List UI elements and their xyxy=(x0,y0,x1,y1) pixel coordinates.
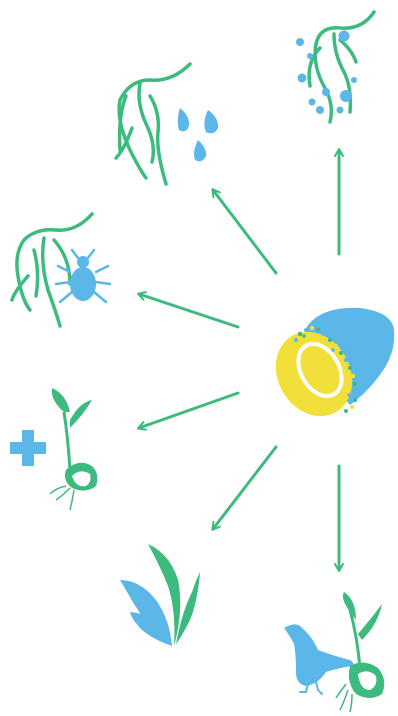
water-drop-icon xyxy=(194,140,206,161)
water-drop-icon xyxy=(204,110,218,133)
water-drop-icon xyxy=(178,108,189,131)
leafy-plant xyxy=(120,544,200,646)
roots-with-water-drops xyxy=(116,64,218,184)
arrow-to-seedling-cross xyxy=(139,393,238,428)
root-icon xyxy=(309,12,374,122)
seed-capsule-icon xyxy=(261,308,394,430)
seedling-icon xyxy=(336,592,384,712)
leaf-icon xyxy=(120,544,200,646)
arrow-to-insect xyxy=(139,294,238,327)
bubble-icon xyxy=(296,31,357,115)
crow-with-seedling xyxy=(284,592,384,712)
seedling-icon xyxy=(50,388,97,510)
roots-with-insect xyxy=(12,214,110,326)
arrow-to-water-drops xyxy=(213,190,276,273)
seedling-with-medical-cross xyxy=(10,388,97,510)
arrow-to-leafy-plant xyxy=(213,447,276,529)
crow-icon xyxy=(284,624,354,694)
medical-cross-icon xyxy=(10,430,46,466)
roots-with-bubbles xyxy=(296,12,374,122)
